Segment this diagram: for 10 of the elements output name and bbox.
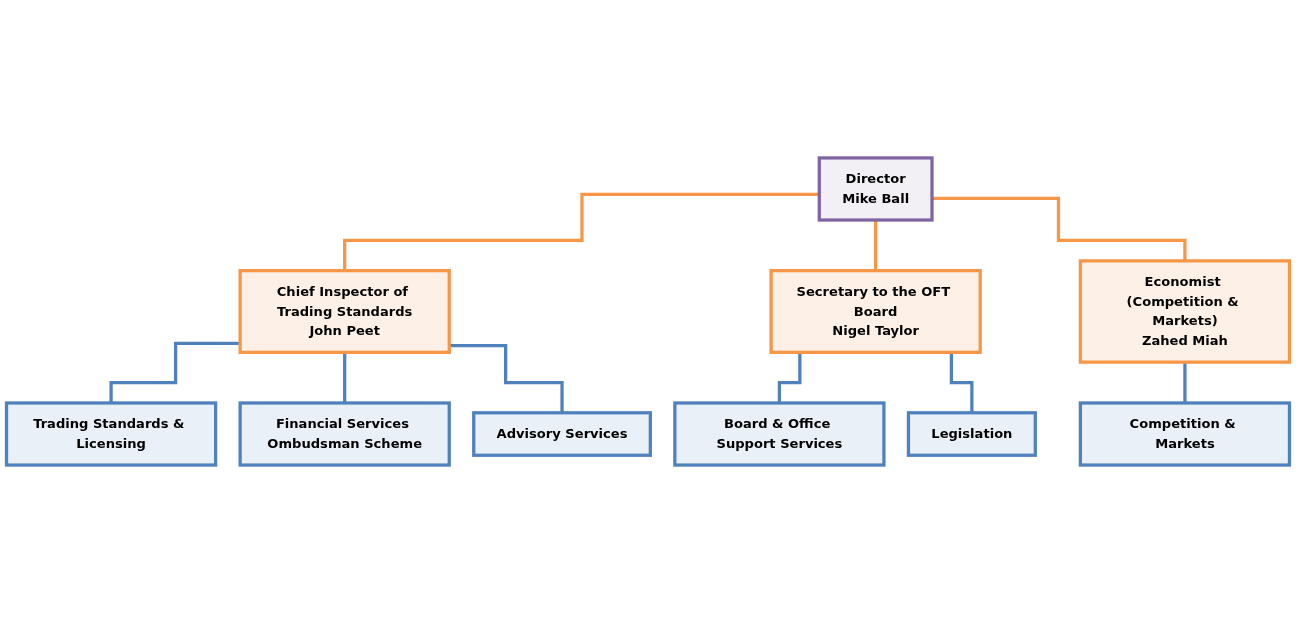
node-box: Advisory Services [472,411,652,457]
node-box: Trading Standards & Licensing [4,401,218,467]
node-box: Financial Services Ombudsman Scheme [238,401,451,467]
node-box: Director Mike Ball [817,156,934,222]
node-box: Chief Inspector of Trading Standards John Peet [238,269,451,354]
node-box: Secretary to the OFT Board Nigel Taylor [769,269,982,354]
node-box: Economist (Competition & Markets) Zahed Miah [1078,259,1292,364]
node-box: Competition & Markets [1078,401,1292,467]
node-box: Legislation [906,411,1037,457]
node-box: Board & Office Support Services [673,401,886,467]
